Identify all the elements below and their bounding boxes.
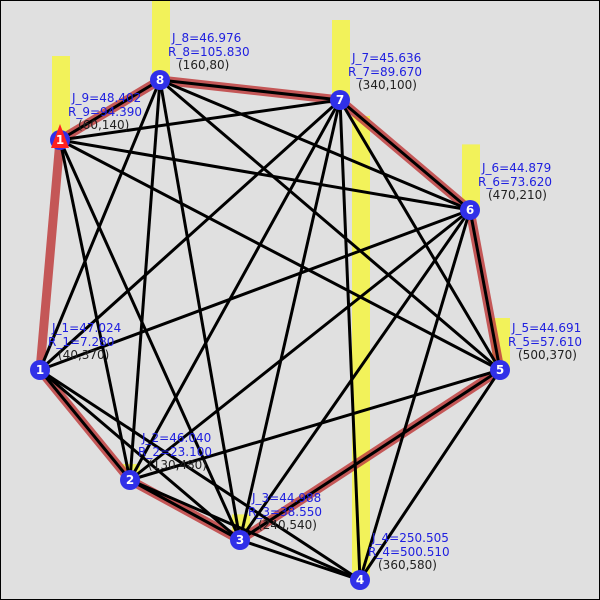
node-number-9: 1 <box>56 133 64 147</box>
edge-9-3 <box>58 139 242 541</box>
label-coord-4: (360,580) <box>378 558 437 572</box>
bar-node-8 <box>152 1 170 81</box>
node-7: 7 <box>330 90 350 110</box>
bars-layer <box>32 1 510 580</box>
edge-7-5 <box>338 99 502 371</box>
edge-1-2 <box>38 369 132 481</box>
edges-layer <box>38 78 502 582</box>
edge-5-3 <box>239 368 501 542</box>
edge-6-5 <box>468 209 502 371</box>
edge-7-2 <box>128 99 342 481</box>
node-circle-5 <box>490 360 510 380</box>
edge-8-5 <box>159 78 501 372</box>
label-r-9: R_9=94.390 <box>68 105 142 119</box>
edge-7-3 <box>238 99 342 541</box>
node-number-7: 7 <box>336 93 344 107</box>
bar-node-7 <box>332 20 350 100</box>
label-j-7: J_7=45.636 <box>351 51 421 65</box>
node-number-8: 8 <box>156 73 164 87</box>
edge-1-3 <box>39 368 241 542</box>
node-circle-4 <box>350 570 370 590</box>
edge-7-6 <box>339 98 471 212</box>
label-coord-1: (40,370) <box>58 348 109 362</box>
node-3: 3 <box>230 530 250 550</box>
label-j-8: J_8=46.976 <box>171 31 241 45</box>
node-number-3: 3 <box>236 533 244 547</box>
label-r-7: R_7=89.670 <box>348 65 422 79</box>
bar-node-4 <box>352 116 370 580</box>
node-circle-6 <box>460 200 480 220</box>
node-5: 5 <box>490 360 510 380</box>
node-8: 8 <box>150 70 170 90</box>
node-number-6: 6 <box>466 203 474 217</box>
start-triangle-icon <box>51 124 69 148</box>
label-r-1: R_1=7.280 <box>48 335 114 349</box>
label-j-4: J_4=250.505 <box>371 531 449 545</box>
label-j-2: J_2=46.040 <box>141 431 211 445</box>
edge-9-2 <box>58 139 132 481</box>
edge-8-1 <box>38 79 162 371</box>
tour-edge-1-9 <box>35 135 65 375</box>
label-coord-7: (340,100) <box>358 78 417 92</box>
edge-7-4 <box>338 99 362 581</box>
edge-8-2 <box>128 79 162 481</box>
edge-9-6 <box>59 138 471 212</box>
bar-node-9 <box>52 56 70 140</box>
edge-9-8 <box>59 78 161 142</box>
edge-9-5 <box>59 138 501 372</box>
node-number-1: 1 <box>36 363 44 377</box>
edge-2-4 <box>129 478 361 582</box>
label-r-5: R_5=57.610 <box>508 335 582 349</box>
node-1: 1 <box>30 360 50 380</box>
edge-7-1 <box>38 98 342 372</box>
node-4: 4 <box>350 570 370 590</box>
node-6: 6 <box>460 200 480 220</box>
node-number-2: 2 <box>126 473 134 487</box>
label-coord-8: (160,80) <box>178 58 229 72</box>
edge-5-2 <box>129 368 501 482</box>
node-circle-2 <box>120 470 140 490</box>
label-r-8: R_8=105.830 <box>168 45 250 59</box>
edge-9-7 <box>59 98 341 142</box>
label-coord-6: (470,210) <box>488 188 547 202</box>
label-r-4: R_4=500.510 <box>368 545 450 559</box>
label-j-3: J_3=44.988 <box>251 491 321 505</box>
edge-2-3 <box>129 478 241 542</box>
node-number-4: 4 <box>356 573 364 587</box>
label-coord-5: (500,370) <box>518 348 577 362</box>
label-j-1: J_1=47.024 <box>51 321 121 335</box>
nodes-layer: 1 2 3 4 5 6 7 8 1 <box>30 70 510 590</box>
node-9: 1 <box>50 124 70 150</box>
edge-8-7 <box>159 78 341 102</box>
node-2: 2 <box>120 470 140 490</box>
node-circle-8 <box>150 70 170 90</box>
edge-3-4 <box>239 538 361 582</box>
label-j-5: J_5=44.691 <box>511 321 581 335</box>
edge-1-4 <box>39 368 361 582</box>
node-circle-1 <box>30 360 50 380</box>
edge-5-4 <box>358 369 502 581</box>
bar-node-6 <box>462 144 480 210</box>
node-number-5: 5 <box>496 363 504 377</box>
label-r-3: R_3=38.550 <box>248 505 322 519</box>
label-coord-9: (60,140) <box>78 118 129 132</box>
node-circle-7 <box>330 90 350 110</box>
label-coord-2: (130,480) <box>148 458 207 472</box>
label-j-9: J_9=48.402 <box>71 91 141 105</box>
label-r-6: R_6=73.620 <box>478 175 552 189</box>
label-coord-3: (240,540) <box>258 518 317 532</box>
edge-6-2 <box>129 208 471 482</box>
node-circle-3 <box>230 530 250 550</box>
edge-6-3 <box>238 209 472 541</box>
label-r-2: R_2=23.100 <box>138 445 212 459</box>
label-j-6: J_6=44.879 <box>481 161 551 175</box>
edge-6-1 <box>39 208 471 372</box>
